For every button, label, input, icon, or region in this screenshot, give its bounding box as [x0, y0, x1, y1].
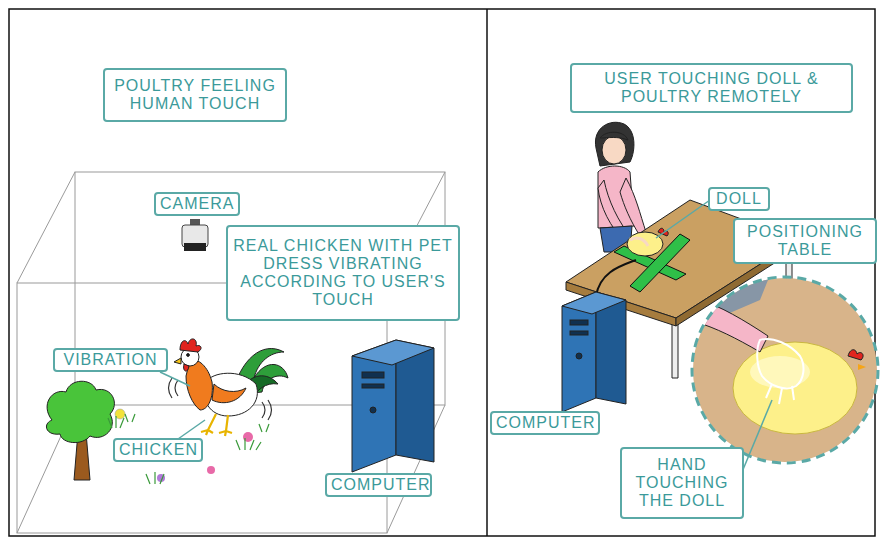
computer-tower	[362, 372, 384, 378]
computer-tower	[570, 320, 588, 325]
computer-tower	[562, 292, 626, 412]
tree-symbol	[46, 381, 114, 480]
camera-symbol	[182, 219, 208, 251]
callout-label: POSITIONING TABLE	[733, 218, 877, 264]
leader-line	[160, 372, 190, 386]
chicken-illustration	[187, 354, 190, 357]
vibration-marks	[169, 378, 272, 420]
chicken-illustration	[174, 339, 288, 436]
grass-symbol	[108, 416, 124, 428]
callout-label: HAND TOUCHING THE DOLL	[620, 447, 744, 519]
user-figure	[595, 122, 634, 166]
label-text: POSITIONING TABLE	[739, 223, 871, 259]
label-text: DOLL	[714, 190, 764, 208]
label-text: REAL CHICKEN WITH PET DRESS VIBRATING AC…	[232, 237, 454, 309]
chicken-illustration	[219, 415, 232, 436]
callout-label: VIBRATION	[53, 348, 168, 372]
leader-line	[742, 400, 772, 472]
vibration-marks	[175, 380, 178, 396]
callout-label: DOLL	[708, 187, 770, 211]
zoom-detail	[690, 275, 880, 465]
glass-enclosure	[17, 172, 75, 283]
flower-symbol	[115, 409, 253, 482]
chicken-illustration	[180, 339, 201, 352]
doll-small	[630, 238, 648, 246]
label-text: CHICKEN	[119, 441, 197, 459]
callout-label: CAMERA	[154, 192, 240, 216]
label-text: HAND TOUCHING THE DOLL	[626, 456, 738, 510]
computer-tower	[570, 331, 588, 335]
flower-symbol	[207, 466, 215, 474]
grass-symbol	[125, 414, 135, 422]
computer-tower	[362, 384, 384, 388]
camera-symbol	[190, 219, 200, 225]
zoom-detail	[848, 350, 863, 360]
zoom-detail	[733, 342, 857, 434]
label-text: COMPUTER	[496, 414, 594, 432]
panel-frame	[9, 9, 875, 536]
zoom-circle	[692, 277, 878, 463]
leader-line	[656, 200, 710, 238]
callout-label: POULTRY FEELING HUMAN TOUCH	[103, 68, 287, 122]
callout-label: COMPUTER	[325, 473, 432, 497]
grass-symbol	[236, 438, 261, 450]
camera-symbol	[184, 243, 206, 251]
zoom-detail	[858, 364, 866, 370]
callout-label: CHICKEN	[113, 438, 203, 462]
grass-symbol	[259, 424, 269, 432]
computer-tower	[576, 353, 582, 359]
chicken-illustration	[204, 373, 257, 416]
doll-small	[627, 228, 668, 256]
computer-tower	[352, 340, 434, 472]
chicken-illustration	[174, 358, 181, 364]
zoom-detail	[757, 339, 803, 388]
computer-tower	[352, 340, 434, 365]
tree-symbol	[46, 381, 114, 442]
label-text: POULTRY FEELING HUMAN TOUCH	[109, 77, 281, 113]
user-figure	[602, 136, 626, 164]
doll-small	[627, 232, 663, 256]
zoom-detail	[766, 384, 794, 404]
callout-label: REAL CHICKEN WITH PET DRESS VIBRATING AC…	[226, 225, 460, 321]
cable	[596, 260, 636, 296]
leader-line	[178, 420, 205, 439]
leader-line	[160, 372, 205, 439]
zoom-detail	[690, 275, 880, 465]
label-text: COMPUTER	[331, 476, 426, 494]
callout-label: USER TOUCHING DOLL & POULTRY REMOTELY	[570, 63, 853, 113]
chicken-illustration	[201, 414, 216, 435]
callout-label: COMPUTER	[490, 411, 600, 435]
vibration-marks	[268, 400, 272, 420]
zoom-detail	[696, 300, 768, 352]
panel-frame	[9, 9, 875, 536]
grass-symbol	[146, 472, 164, 484]
vibration-marks	[169, 378, 173, 398]
grass-symbol	[108, 414, 269, 484]
label-text: USER TOUCHING DOLL & POULTRY REMOTELY	[576, 70, 847, 106]
chicken-illustration	[186, 360, 212, 410]
positioning-table	[672, 322, 678, 378]
computer-tower	[370, 407, 376, 413]
user-figure	[600, 132, 628, 140]
chicken-illustration	[184, 364, 189, 371]
computer-tower	[562, 292, 626, 314]
chicken-illustration	[212, 384, 246, 403]
panel-frame	[486, 9, 488, 536]
vibration-marks	[262, 402, 265, 418]
label-text: CAMERA	[160, 195, 234, 213]
label-text: VIBRATION	[59, 351, 162, 369]
